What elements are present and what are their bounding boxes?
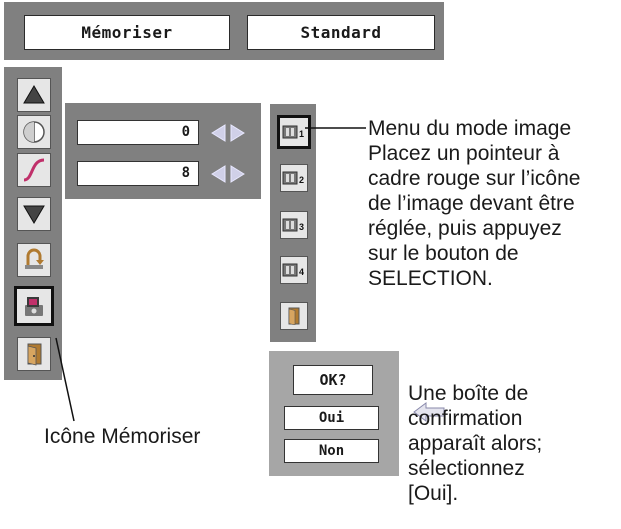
- value-field-1[interactable]: 0: [77, 120, 199, 145]
- image-mode-toolbar: 1 2 3 4: [270, 104, 316, 342]
- mode-menu-caption: Menu du mode image Placez un pointeur à …: [368, 117, 581, 290]
- svg-text:1: 1: [299, 129, 304, 139]
- contrast-down-icon[interactable]: [17, 197, 51, 231]
- confirm-caption: Une boîte de confirmation apparaît alors…: [408, 382, 543, 505]
- memoriser-icon[interactable]: [14, 286, 54, 326]
- left-toolbar: [4, 67, 62, 380]
- image-mode-2-icon[interactable]: 2: [280, 164, 308, 192]
- svg-text:3: 3: [299, 222, 304, 232]
- reset-icon[interactable]: [17, 243, 51, 277]
- exit-door-icon[interactable]: [280, 302, 308, 330]
- non-button[interactable]: Non: [284, 439, 379, 463]
- svg-text:4: 4: [299, 267, 304, 277]
- standard-button[interactable]: Standard: [247, 15, 435, 50]
- brightness-icon[interactable]: [17, 115, 51, 149]
- gamma-curve-icon[interactable]: [17, 153, 51, 187]
- left-right-arrows-icon[interactable]: [210, 123, 246, 143]
- svg-text:2: 2: [299, 175, 304, 185]
- exit-door-icon[interactable]: [17, 337, 51, 371]
- confirm-question: OK?: [293, 365, 373, 395]
- image-mode-4-icon[interactable]: 4: [280, 256, 308, 284]
- image-mode-3-icon[interactable]: 3: [280, 211, 308, 239]
- memoriser-icon-caption: Icône Mémoriser: [44, 425, 201, 448]
- left-right-arrows-icon[interactable]: [210, 164, 246, 184]
- contrast-up-icon[interactable]: [17, 78, 51, 112]
- top-bar: Mémoriser Standard: [4, 2, 444, 60]
- value-field-2[interactable]: 8: [77, 161, 199, 186]
- memoriser-button[interactable]: Mémoriser: [24, 15, 230, 50]
- confirm-panel: OK? Oui Non: [269, 351, 399, 476]
- pointer-arrow-icon: [413, 402, 445, 422]
- image-mode-1-icon[interactable]: 1: [277, 115, 311, 149]
- value-panel: 0 8: [65, 103, 261, 199]
- oui-button[interactable]: Oui: [284, 406, 379, 430]
